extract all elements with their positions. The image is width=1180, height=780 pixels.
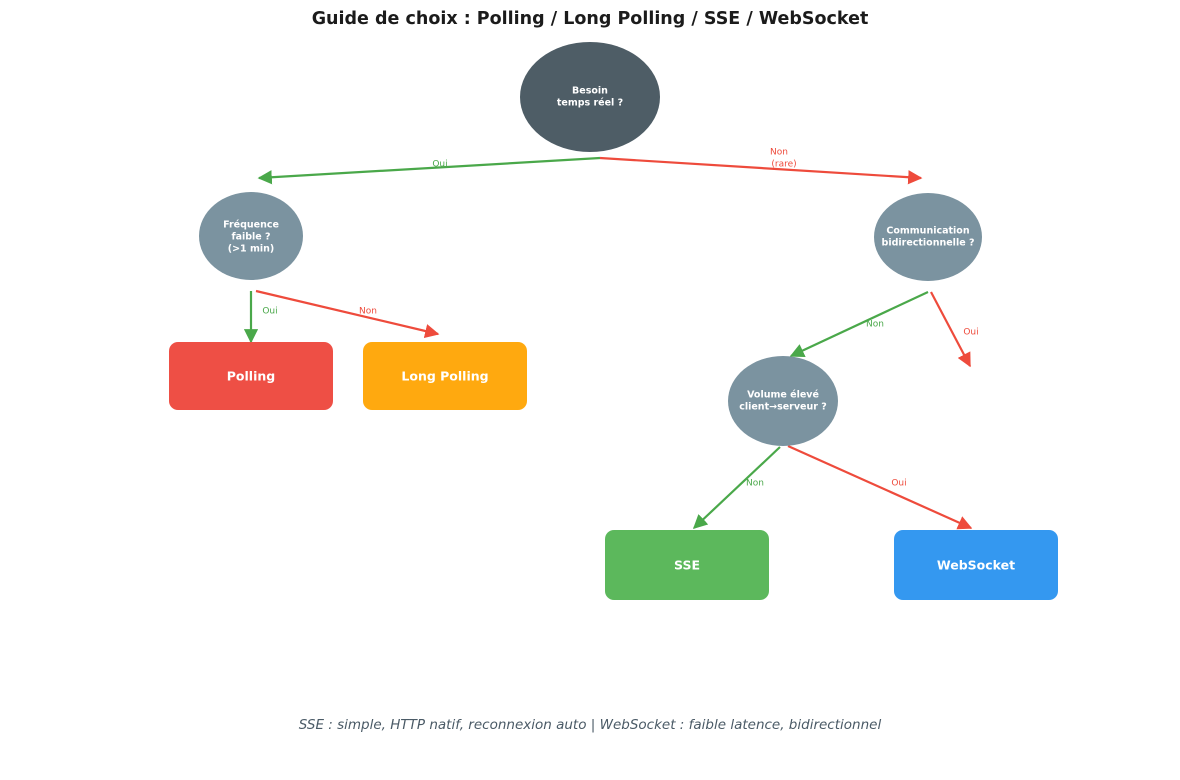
edge-label-communication-yes: Oui <box>963 328 978 338</box>
outcome-sse[interactable]: SSE <box>605 530 769 600</box>
node-frequence-faible-line1: Fréquence <box>223 220 279 231</box>
node-besoin-temps-reel-line1: Besoin <box>572 86 608 97</box>
edge-volume-to-websocket: Oui <box>787 444 973 530</box>
node-frequence-faible[interactable]: Fréquence faible ? (>1 min) <box>199 192 303 280</box>
edge-label-root-no-line1: Non <box>770 148 788 158</box>
edge-label-volume-yes: Oui <box>891 479 906 489</box>
footer-caption: SSE : simple, HTTP natif, reconnexion au… <box>299 717 882 733</box>
edge-frequence-to-long-polling: Non <box>255 289 440 338</box>
outcome-polling-label: Polling <box>227 369 275 384</box>
node-communication-bidirectionnelle[interactable]: Communication bidirectionnelle ? <box>874 193 982 281</box>
edge-label-volume-no: Non <box>746 479 764 489</box>
edge-root-to-frequence: Oui <box>257 156 601 185</box>
edge-communication-yes: Oui <box>930 291 979 368</box>
node-communication-line2: bidirectionnelle ? <box>882 238 975 249</box>
edge-label-frequence-no: Non <box>359 307 377 317</box>
node-besoin-temps-reel[interactable]: Besoin temps réel ? <box>520 42 660 152</box>
outcome-websocket[interactable]: WebSocket <box>894 530 1058 600</box>
edge-label-frequence-yes: Oui <box>262 307 277 317</box>
edge-communication-to-volume: Non <box>789 291 929 358</box>
edge-label-root-no-line2: (rare) <box>771 160 796 170</box>
edge-label-communication-no: Non <box>866 320 884 330</box>
outcome-sse-label: SSE <box>674 558 700 573</box>
outcome-polling[interactable]: Polling <box>169 342 333 410</box>
node-volume-eleve[interactable]: Volume élevé client→serveur ? <box>728 356 838 446</box>
outcome-long-polling[interactable]: Long Polling <box>363 342 527 410</box>
node-frequence-faible-line2: faible ? <box>231 232 270 243</box>
edge-volume-to-sse: Non <box>692 446 781 529</box>
node-frequence-faible-line3: (>1 min) <box>228 244 274 255</box>
node-volume-eleve-line1: Volume élevé <box>747 390 819 401</box>
outcome-websocket-label: WebSocket <box>937 558 1015 573</box>
edge-frequence-to-polling: Oui <box>243 291 278 344</box>
outcome-long-polling-label: Long Polling <box>401 369 488 384</box>
node-communication-line1: Communication <box>886 226 969 237</box>
node-besoin-temps-reel-line2: temps réel ? <box>557 98 623 109</box>
node-volume-eleve-line2: client→serveur ? <box>739 402 827 413</box>
page-title: Guide de choix : Polling / Long Polling … <box>312 9 869 29</box>
edge-root-to-communication: Non (rare) <box>599 148 923 185</box>
edge-label-root-yes: Oui <box>432 160 447 170</box>
